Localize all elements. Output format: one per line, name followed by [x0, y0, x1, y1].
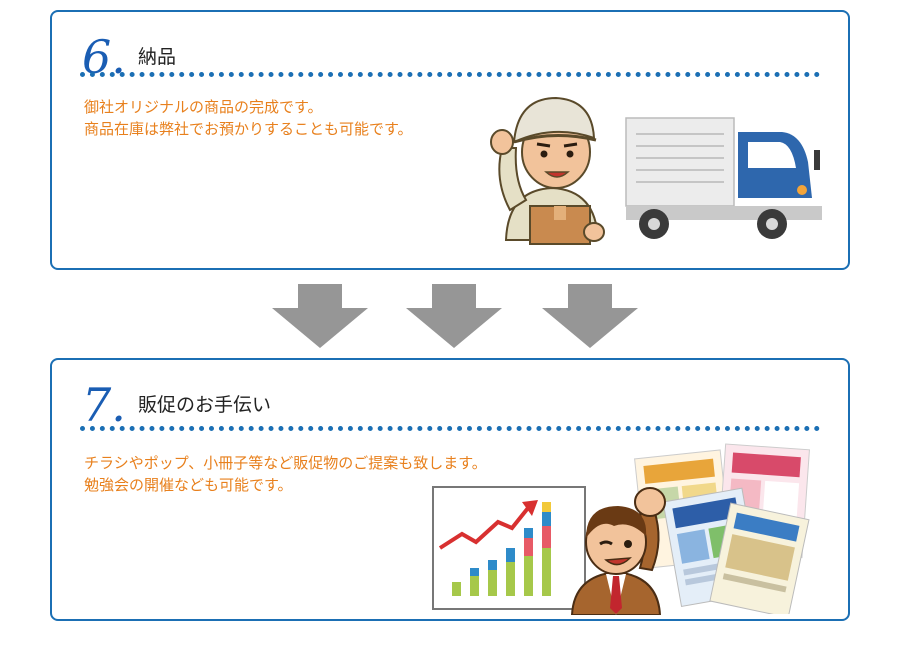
- step-title: 販促のお手伝い: [138, 394, 272, 416]
- step-description: チラシやポップ、小冊子等など販促物のご提案も致します。 勉強会の開催なども可能で…: [84, 452, 487, 496]
- dotted-divider: [80, 426, 820, 431]
- step-title: 納品: [138, 46, 177, 68]
- step-6-panel: 6. 納品 御社オリジナルの商品の完成です。 商品在庫は弊社でお預かりすることも…: [50, 10, 850, 270]
- step-description: 御社オリジナルの商品の完成です。 商品在庫は弊社でお預かりすることも可能です。: [84, 96, 413, 140]
- step-7-panel: 7. 販促のお手伝い チラシやポップ、小冊子等など販促物のご提案も致します。 勉…: [50, 358, 850, 621]
- down-arrow-icon: [272, 284, 368, 348]
- sales-growth-chart-illustration: [432, 486, 586, 610]
- down-arrow-icon: [542, 284, 638, 348]
- description-line: 商品在庫は弊社でお預かりすることも可能です。: [84, 120, 413, 138]
- dotted-divider: [80, 72, 820, 77]
- step-number: 7.: [82, 378, 126, 432]
- delivery-truck-illustration: [625, 117, 822, 239]
- description-line: 御社オリジナルの商品の完成です。: [84, 98, 323, 116]
- description-line: チラシやポップ、小冊子等など販促物のご提案も致します。: [84, 454, 487, 472]
- delivery-worker-illustration: [490, 96, 605, 245]
- businessman-illustration: [570, 487, 666, 615]
- down-arrow-icon: [406, 284, 502, 348]
- description-line: 勉強会の開催なども可能です。: [84, 476, 293, 494]
